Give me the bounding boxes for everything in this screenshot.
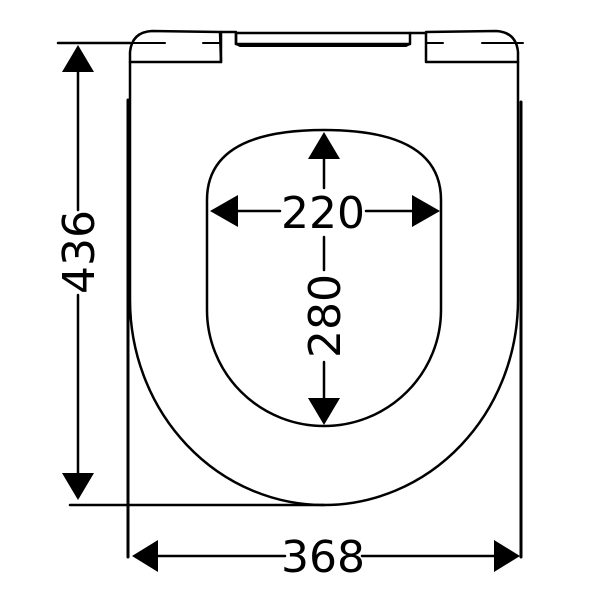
arrow-right-icon xyxy=(494,540,520,572)
seat-opening-outline xyxy=(205,128,443,428)
arrow-up-icon xyxy=(62,45,94,72)
arrow-down-icon xyxy=(62,473,94,500)
label-overall-width: 368 xyxy=(281,532,365,583)
seat-hinge-area xyxy=(128,29,524,64)
label-opening-width: 220 xyxy=(281,188,365,239)
arrow-right-icon xyxy=(412,195,440,227)
arrow-up-icon xyxy=(308,132,340,159)
arrow-down-icon xyxy=(308,398,340,425)
arrow-left-icon xyxy=(132,540,158,572)
arrow-left-icon xyxy=(210,195,238,227)
label-opening-length: 280 xyxy=(300,274,351,358)
label-overall-length: 436 xyxy=(54,210,105,294)
